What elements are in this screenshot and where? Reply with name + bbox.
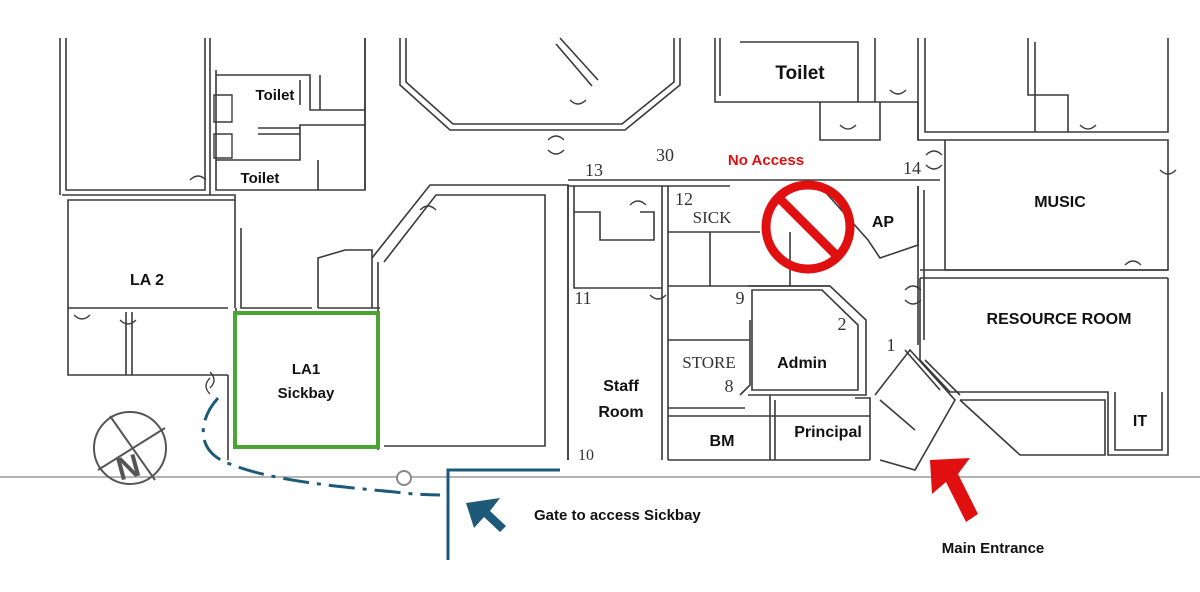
- main-entrance-label: Main Entrance: [942, 540, 1045, 557]
- room-numbers: 13 30 12 14 11 9 2 1 8 10: [574, 145, 921, 464]
- main-entrance-arrow-icon: [930, 458, 978, 522]
- room-number: 10: [578, 447, 594, 464]
- sickbay-access-path: [201, 396, 560, 560]
- room-label-la2: LA 2: [130, 272, 164, 289]
- room-label-bm: BM: [710, 433, 735, 450]
- room-number: 8: [725, 376, 734, 396]
- room-label-toilet: Toilet: [775, 63, 825, 84]
- room-label-admin: Admin: [777, 355, 827, 372]
- room-label-staff: Staff: [603, 378, 639, 395]
- room-label-principal: Principal: [794, 424, 862, 441]
- gate-label: Gate to access Sickbay: [534, 507, 701, 524]
- room-labels: Toilet Toilet Toilet LA 2 LA1 Sickbay SI…: [130, 63, 1147, 450]
- compass-icon: N: [93, 411, 167, 487]
- room-label-toilet: Toilet: [256, 87, 295, 104]
- room-number: 9: [736, 288, 745, 308]
- no-entry-icon: [761, 180, 855, 274]
- room-label-resource-room: RESOURCE ROOM: [987, 311, 1132, 328]
- room-label-store: STORE: [682, 353, 736, 372]
- room-number: 30: [656, 145, 674, 165]
- room-label-toilet: Toilet: [241, 170, 280, 187]
- gate-arrow-icon: [466, 498, 506, 532]
- room-number: 13: [585, 160, 603, 180]
- room-label-music: MUSIC: [1034, 194, 1086, 211]
- door-swings: [73, 89, 1177, 395]
- gate-marker: [396, 470, 412, 486]
- sickbay-highlight: [233, 311, 380, 449]
- room-number: 1: [887, 335, 896, 355]
- room-label-sickbay: Sickbay: [278, 385, 335, 402]
- building-walls: [0, 37, 1200, 478]
- room-label-it: IT: [1133, 413, 1147, 430]
- room-number: 11: [574, 288, 591, 308]
- room-number: 2: [838, 314, 847, 334]
- room-number: 12: [675, 189, 693, 209]
- room-label-la1: LA1: [292, 361, 320, 378]
- room-label-ap: AP: [872, 214, 895, 231]
- room-label-room: Room: [598, 404, 643, 421]
- no-access-label: No Access: [728, 152, 804, 169]
- room-number: 14: [903, 158, 921, 178]
- room-label-sick: SICK: [693, 208, 732, 227]
